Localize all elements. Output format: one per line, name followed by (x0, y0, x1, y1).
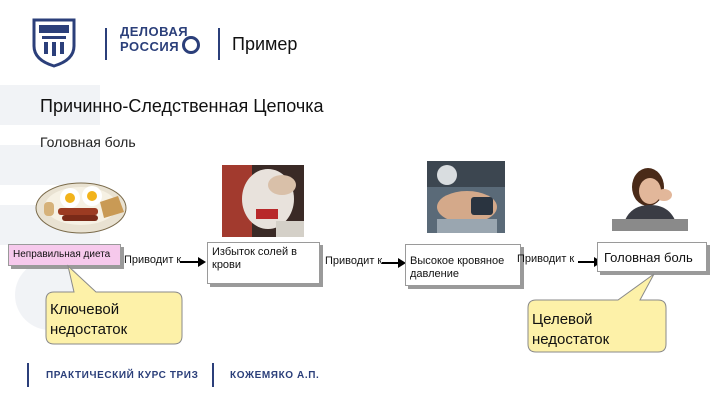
header-divider-2 (218, 28, 220, 60)
chain-box-excess-salt: Избыток солей в крови (207, 242, 320, 284)
page-title: Причинно-Следственная Цепочка (40, 96, 324, 116)
footer-course: ПРАКТИЧЕСКИЙ КУРС ТРИЗ (46, 370, 199, 381)
chain-box-headache: Головная боль (597, 242, 707, 272)
delovaya-rossiya-logo: ДЕЛОВАЯ РОССИЯ (120, 24, 205, 64)
header-divider (105, 28, 107, 60)
chain-link-label-2: Приводит к (325, 255, 383, 267)
blood-pressure-image (427, 161, 505, 233)
brand-mark-icon (182, 36, 200, 54)
academy-emblem-icon (32, 18, 76, 68)
page-subtitle: Головная боль (40, 134, 136, 150)
key-flaw-line-1: Ключевой (50, 301, 120, 318)
blood-test-image (222, 165, 304, 237)
target-flaw-line-2: недостаток (532, 331, 610, 348)
key-flaw-callout: Ключевой недостаток (50, 300, 127, 340)
brand-line-2: РОССИЯ (120, 39, 180, 54)
key-flaw-line-2: недостаток (50, 321, 128, 338)
slide-label: Пример (232, 34, 298, 54)
chain-arrow-2 (382, 258, 406, 268)
key-flaw-callout-shape (45, 264, 183, 345)
chain-box-high-pressure: Высокое кровяное давление (405, 244, 521, 286)
footer-divider-1 (27, 363, 29, 387)
footer-author: КОЖЕМЯКО А.П. (230, 370, 320, 381)
chain-arrow-1 (180, 257, 206, 267)
target-flaw-callout: Целевой недостаток (532, 310, 609, 350)
chain-box-poor-diet: Неправильная диета (8, 244, 121, 266)
chain-link-label-1: Приводит к (124, 254, 182, 266)
chain-link-label-3: Приводит к (517, 253, 575, 265)
breakfast-plate-image (35, 182, 127, 234)
brand-line-1: ДЕЛОВАЯ (120, 24, 189, 39)
headache-woman-image (612, 163, 688, 231)
target-flaw-line-1: Целевой (532, 311, 593, 328)
target-flaw-callout-shape (527, 273, 667, 353)
footer-divider-2 (212, 363, 214, 387)
